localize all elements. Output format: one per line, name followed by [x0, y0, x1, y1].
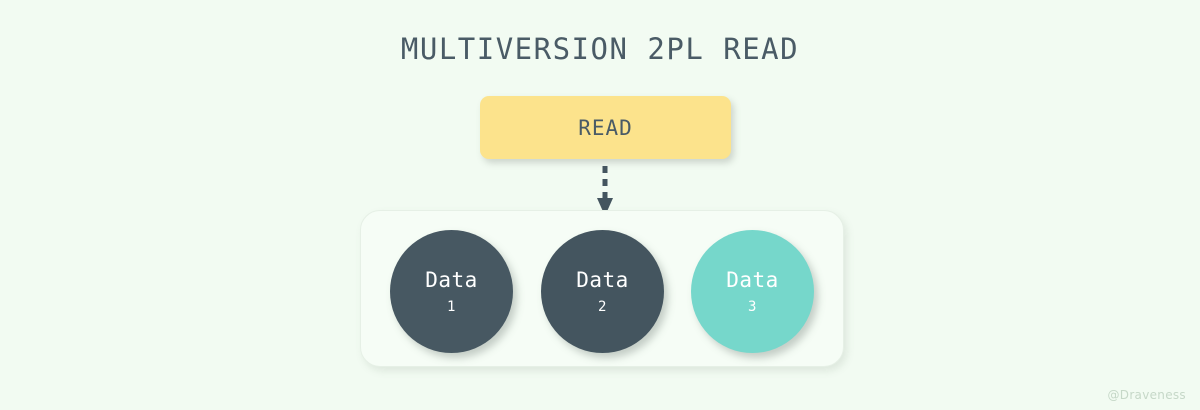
- version-node-3-label: Data: [726, 267, 779, 292]
- version-node-1-version: 1: [447, 298, 456, 315]
- version-node-1-label: Data: [425, 267, 478, 292]
- page-title: MULTIVERSION 2PL READ: [400, 32, 800, 66]
- read-operation-label: READ: [578, 115, 633, 140]
- read-operation-box[interactable]: READ: [480, 96, 731, 159]
- dashed-down-arrow-icon: [592, 166, 618, 218]
- version-chain-container: Data 1 Data 2 Data 3: [360, 210, 844, 367]
- version-node-2-version: 2: [598, 298, 607, 315]
- watermark: @Draveness: [1107, 388, 1186, 402]
- version-node-3[interactable]: Data 3: [691, 230, 814, 353]
- version-node-2[interactable]: Data 2: [541, 230, 664, 353]
- version-node-2-label: Data: [576, 267, 629, 292]
- version-node-3-version: 3: [748, 298, 757, 315]
- version-node-1[interactable]: Data 1: [390, 230, 513, 353]
